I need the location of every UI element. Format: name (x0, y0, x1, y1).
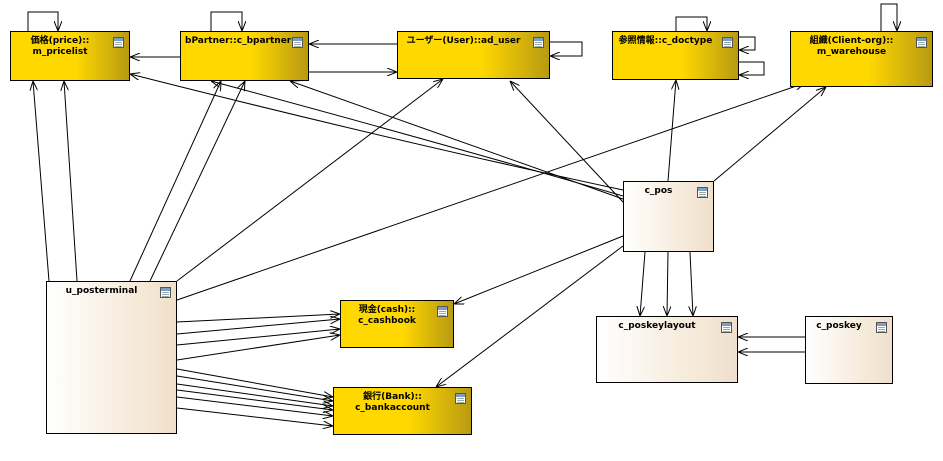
entity-c-poskey[interactable]: c_poskey (805, 316, 893, 384)
edge-c_pos-to-ad_user (290, 81, 624, 200)
table-icon (437, 306, 448, 317)
entity-u-posterminal[interactable]: u_posterminal (46, 281, 177, 434)
table-icon (697, 187, 708, 198)
table-icon (721, 322, 732, 333)
entity-c-bpartner[interactable]: bPartner::c_bpartner (180, 31, 309, 81)
edge-u_posterminal-to-c_cashbook (176, 329, 340, 346)
edge-m_warehouse-to-m_warehouse (880, 3, 897, 31)
entity-label: c_poskey (816, 321, 862, 331)
table-icon (113, 37, 124, 48)
edge-u_posterminal-to-c_bpartner (149, 81, 245, 282)
edge-m_pricelist-to-m_pricelist (27, 11, 58, 31)
edge-u_posterminal-to-m_warehouse (176, 83, 805, 301)
edge-c_bpartner-to-c_bpartner (210, 11, 242, 31)
edge-c_pos-to-m_warehouse (713, 87, 826, 182)
entity-c-cashbook[interactable]: 現金(cash):: c_cashbook (340, 300, 454, 348)
table-icon (876, 322, 887, 333)
table-icon (916, 37, 927, 48)
edge-u_posterminal-to-c_bankaccount (176, 389, 333, 410)
entity-label: bPartner::c_bpartner (185, 36, 292, 46)
edge-u_posterminal-to-c_cashbook (176, 335, 340, 361)
edge-u_posterminal-to-ad_user (176, 79, 443, 282)
entity-c-bankaccount[interactable]: 銀行(Bank):: c_bankaccount (333, 387, 472, 435)
entity-c-pos[interactable]: c_pos (623, 181, 714, 252)
edge-c_doctype-to-c_doctype (739, 61, 765, 75)
edge-u_posterminal-to-c_cashbook (176, 314, 340, 323)
edge-u_posterminal-to-c_bankaccount (176, 383, 333, 406)
table-icon (160, 287, 171, 298)
edge-u_posterminal-to-m_pricelist (33, 81, 50, 282)
entity-m-warehouse[interactable]: 組織(Client-org):: m_warehouse (790, 31, 933, 87)
table-icon (455, 393, 466, 404)
edge-c_pos-to-c_poskeylayout (667, 251, 668, 316)
table-icon (533, 37, 544, 48)
edge-u_posterminal-to-c_bankaccount (176, 375, 333, 401)
entity-label: c_pos (644, 186, 673, 196)
entity-ad-user[interactable]: ユーザー(User)::ad_user (397, 31, 550, 79)
edge-c_pos-to-c_bankaccount (436, 245, 624, 387)
edge-c_doctype-to-c_doctype (739, 36, 756, 50)
entity-label: 組織(Client-org):: m_warehouse (809, 36, 894, 57)
table-icon (722, 37, 733, 48)
edge-c_pos-to-c_poskeylayout (640, 251, 646, 316)
edge-c_doctype-to-c_doctype (675, 16, 707, 31)
edge-c_pos-to-ad_user (510, 81, 624, 203)
edge-u_posterminal-to-c_bankaccount (176, 407, 333, 426)
edge-u_posterminal-to-c_bankaccount (176, 396, 333, 416)
entity-label: 価格(price):: m_pricelist (30, 36, 90, 57)
entity-label: ユーザー(User)::ad_user (406, 36, 521, 46)
entity-label: 参照情報::c_doctype (618, 36, 713, 46)
entity-label: 銀行(Bank):: c_bankaccount (355, 392, 430, 413)
entity-label: c_poskeylayout (618, 321, 696, 331)
entity-c-poskeylayout[interactable]: c_poskeylayout (596, 316, 738, 383)
table-icon (292, 37, 303, 48)
entity-label: 現金(cash):: c_cashbook (358, 305, 416, 326)
entity-label: u_posterminal (65, 286, 138, 296)
edge-ad_user-to-ad_user (550, 41, 583, 56)
entity-m-pricelist[interactable]: 価格(price):: m_pricelist (10, 31, 130, 81)
edge-c_pos-to-c_doctype (667, 80, 676, 182)
edge-u_posterminal-to-c_bankaccount (176, 368, 333, 397)
edge-u_posterminal-to-c_bpartner (129, 81, 221, 282)
edge-u_posterminal-to-m_pricelist (64, 81, 78, 282)
edge-u_posterminal-to-c_cashbook (176, 319, 340, 335)
entity-c-doctype[interactable]: 参照情報::c_doctype (612, 31, 739, 80)
edge-c_pos-to-c_poskeylayout (690, 251, 693, 316)
edge-c_pos-to-c_cashbook (454, 235, 624, 304)
